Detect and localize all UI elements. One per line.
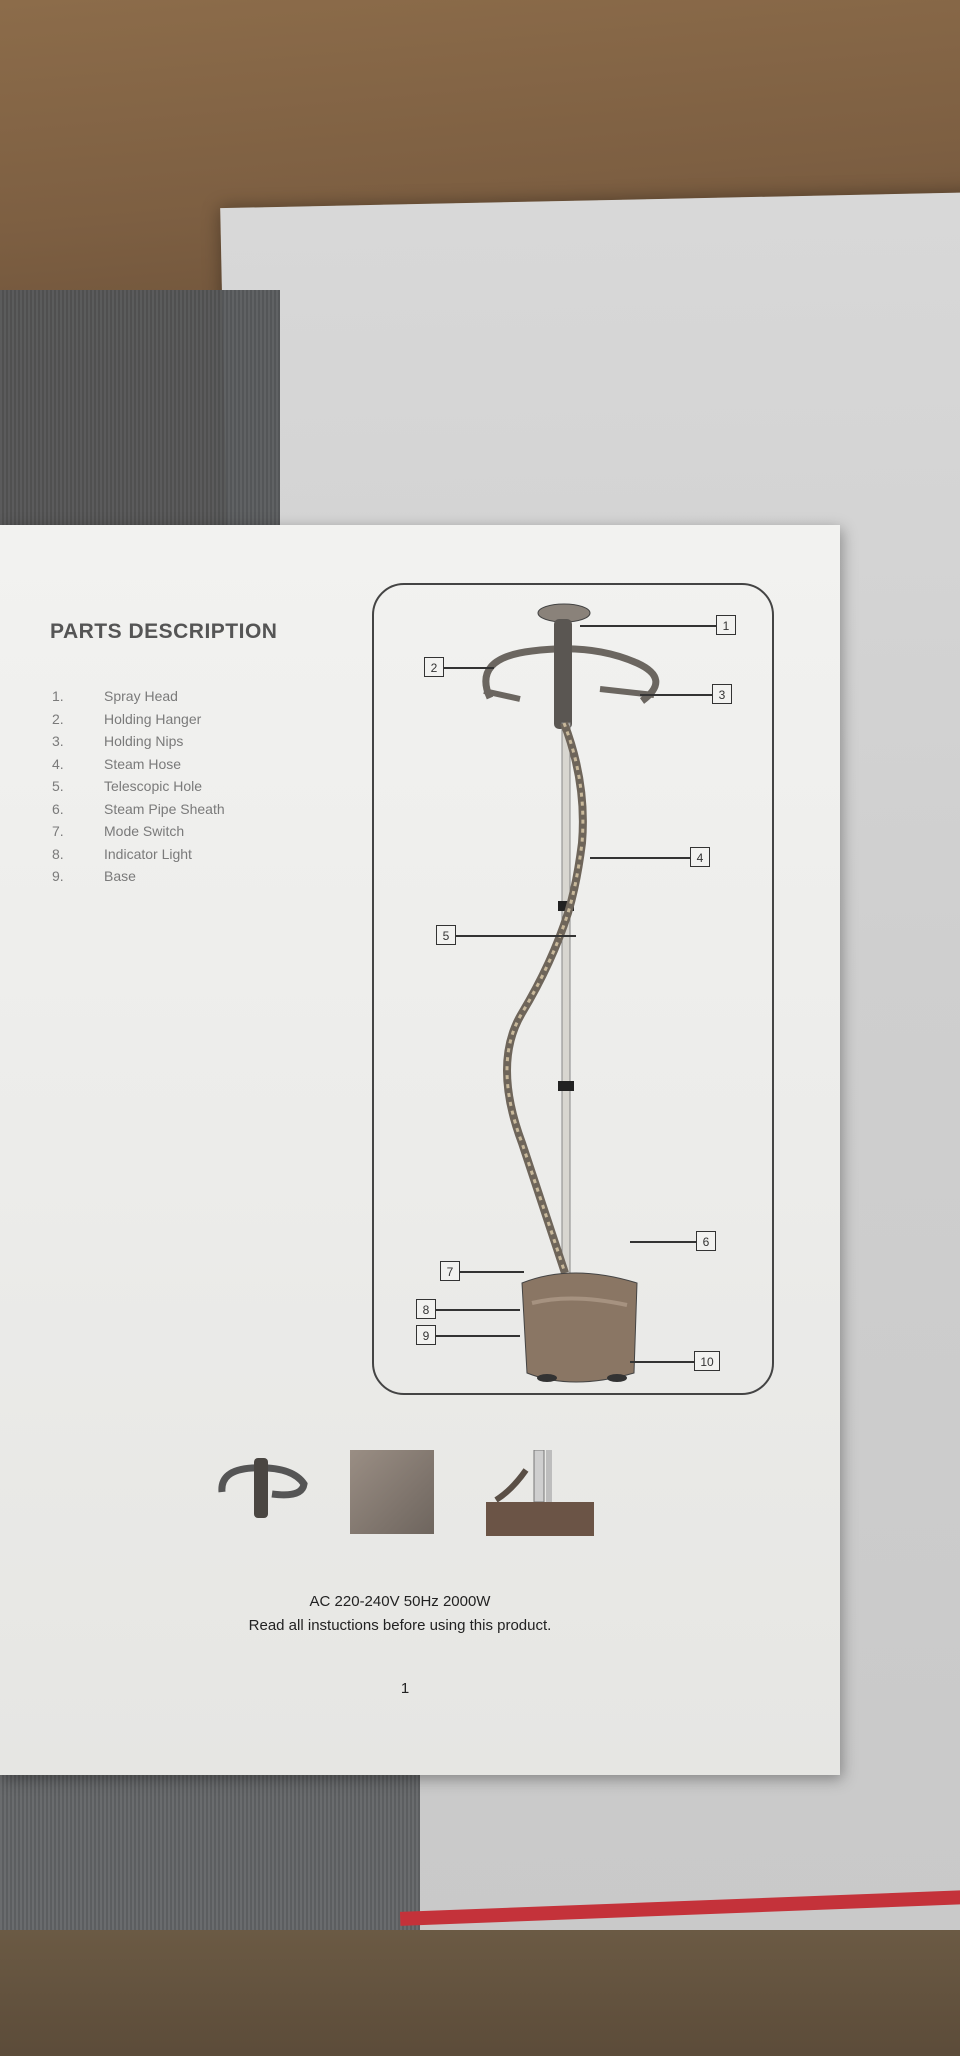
list-item: 4.Steam Hose xyxy=(52,755,182,772)
list-item: 9.Base xyxy=(52,868,136,884)
list-item: 7.Mode Switch xyxy=(52,823,185,839)
hose-detail-thumbnail xyxy=(350,1450,434,1534)
list-item: 1.Spray Head xyxy=(52,688,178,704)
list-item: 6.Steam Pipe Sheath xyxy=(52,800,225,817)
callout-1: 1 xyxy=(716,615,736,635)
manual-page: PARTS DESCRIPTION 1.Spray Head 2.Holding… xyxy=(0,525,840,1775)
garment-steamer-illustration xyxy=(482,603,660,1383)
diagram-frame xyxy=(372,583,774,1395)
list-item: 3.Holding Nips xyxy=(52,733,184,749)
list-item: 5.Telescopic Hole xyxy=(52,778,203,794)
fabric-background-bottom xyxy=(0,1760,420,1930)
callout-4: 4 xyxy=(690,847,710,867)
page-title: PARTS DESCRIPTION xyxy=(50,620,278,643)
spray-head-thumbnail xyxy=(218,1458,308,1518)
callout-5: 5 xyxy=(436,925,456,945)
page-number: 1 xyxy=(400,1680,410,1697)
list-item: 2.Holding Hanger xyxy=(52,710,202,727)
fabric-background xyxy=(0,290,280,530)
power-spec: AC 220-240V 50Hz 2000W xyxy=(309,1593,491,1610)
callout-6: 6 xyxy=(696,1231,716,1251)
instruction-note: Read all instuctions before using this p… xyxy=(248,1617,552,1634)
callout-9: 9 xyxy=(416,1325,436,1345)
callout-3: 3 xyxy=(712,684,732,704)
callout-10: 10 xyxy=(694,1351,720,1371)
callout-2: 2 xyxy=(424,657,444,677)
callout-7: 7 xyxy=(440,1261,460,1281)
cardboard-bottom xyxy=(0,1930,960,2056)
parts-list: 1.Spray Head 2.Holding Hanger 3.Holding … xyxy=(52,685,225,888)
list-item: 8.Indicator Light xyxy=(52,845,192,862)
callout-8: 8 xyxy=(416,1299,436,1319)
base-detail-thumbnail xyxy=(486,1450,594,1536)
